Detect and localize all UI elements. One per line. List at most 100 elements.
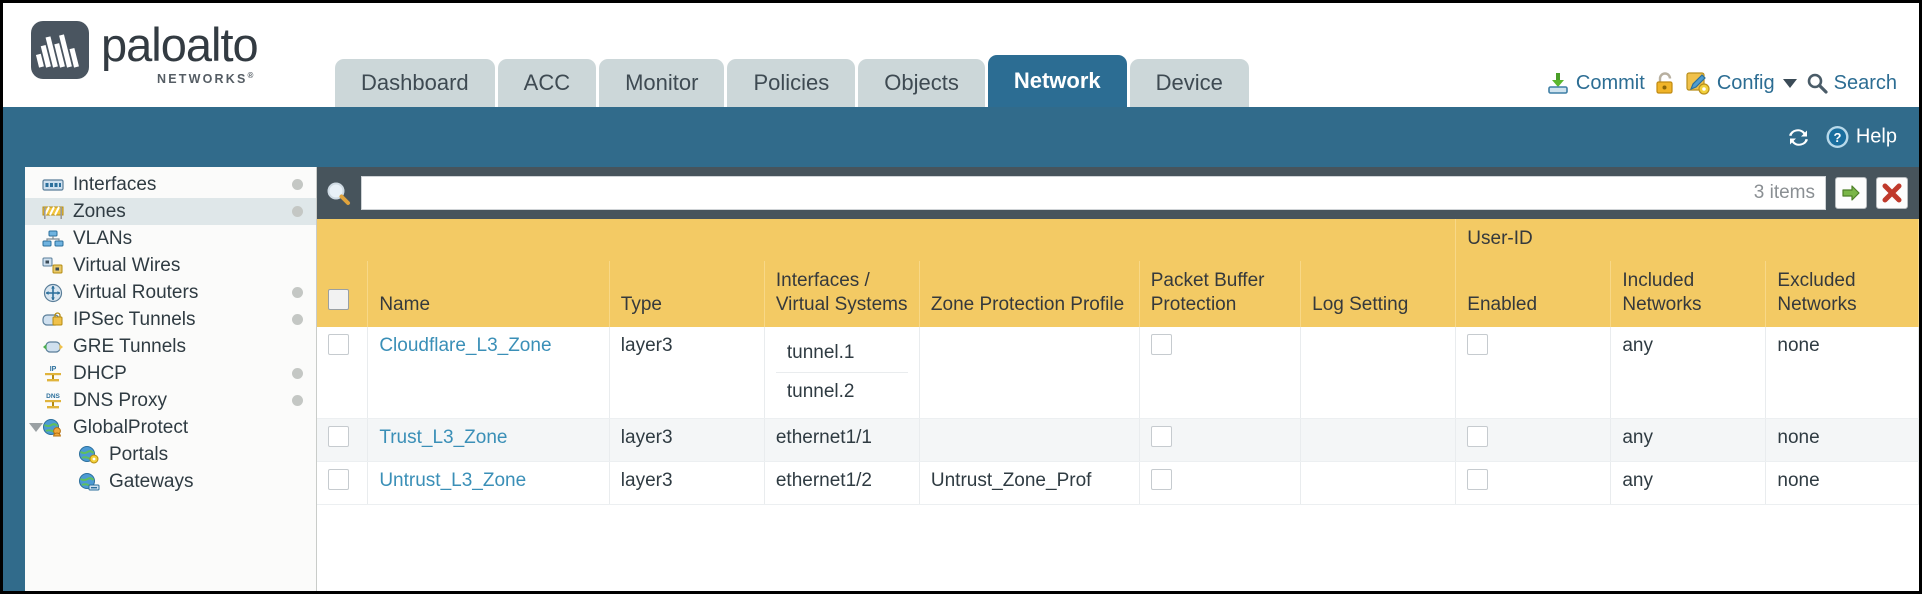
sidebar-item-gateways[interactable]: Gateways bbox=[25, 468, 316, 495]
column-header-interfaces[interactable]: Interfaces / Virtual Systems bbox=[764, 261, 920, 327]
sidebar-item-globalprotect[interactable]: GlobalProtect bbox=[25, 414, 316, 441]
column-header-excluded-networks[interactable]: Excluded Networks bbox=[1765, 261, 1919, 327]
cell-excluded-networks: none bbox=[1765, 418, 1919, 462]
config-label: Config bbox=[1716, 71, 1775, 94]
cell-included-networks: any bbox=[1610, 461, 1767, 505]
tab-acc[interactable]: ACC bbox=[497, 59, 597, 107]
packet-buffer-protection-checkbox[interactable] bbox=[1150, 334, 1172, 355]
left-rail bbox=[3, 167, 25, 591]
cell-name[interactable]: Trust_L3_Zone bbox=[367, 418, 610, 462]
group-header-userid: User-ID bbox=[1455, 219, 1919, 261]
sidebar-item-label: Virtual Wires bbox=[73, 254, 181, 276]
search-label: Search bbox=[1833, 71, 1897, 94]
column-header-included-networks[interactable]: Included Networks bbox=[1610, 261, 1767, 327]
search-magnifier-icon[interactable] bbox=[325, 180, 352, 207]
top-bar: paloalto NETWORKS® Dashboard ACC Monitor… bbox=[3, 3, 1919, 107]
tab-policies[interactable]: Policies bbox=[727, 59, 856, 107]
sidebar-item-virtual-routers[interactable]: Virtual Routers bbox=[25, 279, 316, 306]
filter-toolbar: 3 items bbox=[317, 167, 1919, 219]
cell-packet-buffer-protection[interactable] bbox=[1139, 461, 1302, 505]
tab-dashboard[interactable]: Dashboard bbox=[335, 59, 495, 107]
help-label: Help bbox=[1855, 125, 1897, 148]
cell-userid-enabled[interactable] bbox=[1455, 418, 1612, 462]
tab-network[interactable]: Network bbox=[987, 55, 1127, 107]
sidebar-item-portals[interactable]: Portals bbox=[25, 441, 316, 468]
sidebar-item-dhcp[interactable]: IP DHCP bbox=[25, 360, 316, 387]
column-header-type[interactable]: Type bbox=[609, 261, 765, 327]
cell-packet-buffer-protection[interactable] bbox=[1139, 418, 1302, 462]
sidebar-item-ipsec-tunnels[interactable]: IPSec Tunnels bbox=[25, 306, 316, 333]
chevron-down-icon bbox=[1782, 78, 1797, 88]
sidebar-item-interfaces[interactable]: Interfaces bbox=[25, 171, 316, 198]
refresh-icon[interactable] bbox=[1785, 125, 1812, 149]
interfaces-icon bbox=[41, 175, 65, 195]
zone-name-link[interactable]: Untrust_L3_Zone bbox=[379, 470, 527, 491]
row-checkbox[interactable] bbox=[328, 334, 349, 355]
sidebar-item-label: DNS Proxy bbox=[73, 389, 167, 411]
cell-type: layer3 bbox=[609, 461, 765, 505]
cell-packet-buffer-protection[interactable] bbox=[1139, 327, 1302, 419]
zone-name-link[interactable]: Cloudflare_L3_Zone bbox=[379, 335, 552, 356]
row-select-cell[interactable] bbox=[317, 327, 369, 419]
tab-device[interactable]: Device bbox=[1129, 59, 1249, 107]
commit-button[interactable]: Commit bbox=[1546, 71, 1645, 95]
column-header-name[interactable]: Name bbox=[367, 261, 610, 327]
network-sidebar: Interfaces Zones VLANs Vir bbox=[25, 167, 317, 591]
userid-enabled-checkbox[interactable] bbox=[1467, 469, 1489, 490]
search-button[interactable]: Search bbox=[1806, 72, 1897, 95]
row-checkbox[interactable] bbox=[328, 426, 349, 447]
search-input[interactable]: 3 items bbox=[361, 176, 1826, 210]
paloalto-logo-mark bbox=[31, 21, 89, 79]
cell-name[interactable]: Untrust_L3_Zone bbox=[367, 461, 610, 505]
table-row[interactable]: Untrust_L3_Zone layer3 ethernet1/2 Untru… bbox=[317, 461, 1919, 505]
sidebar-item-label: GlobalProtect bbox=[73, 416, 189, 438]
table-group-header-row: User-ID bbox=[317, 219, 1919, 261]
sidebar-item-label: VLANs bbox=[73, 227, 133, 249]
sidebar-item-virtual-wires[interactable]: Virtual Wires bbox=[25, 252, 316, 279]
cell-userid-enabled[interactable] bbox=[1455, 327, 1612, 419]
cell-log-setting bbox=[1300, 418, 1457, 462]
zones-table-body: Cloudflare_L3_Zone layer3 tunnel.1 tunne… bbox=[317, 327, 1919, 505]
chevron-down-icon[interactable] bbox=[29, 423, 43, 432]
row-select-cell[interactable] bbox=[317, 418, 369, 462]
column-header-enabled[interactable]: Enabled bbox=[1455, 261, 1612, 327]
globalprotect-icon bbox=[41, 418, 65, 438]
userid-enabled-checkbox[interactable] bbox=[1467, 426, 1489, 447]
row-select-cell[interactable] bbox=[317, 461, 369, 505]
row-checkbox[interactable] bbox=[328, 469, 349, 490]
sidebar-item-zones[interactable]: Zones bbox=[25, 198, 316, 225]
config-wrench-icon bbox=[1686, 72, 1710, 95]
cell-included-networks: any bbox=[1610, 327, 1767, 419]
tab-objects[interactable]: Objects bbox=[858, 59, 985, 107]
portals-icon bbox=[77, 445, 101, 465]
sidebar-item-label: GRE Tunnels bbox=[73, 335, 186, 357]
tab-monitor[interactable]: Monitor bbox=[599, 59, 725, 107]
packet-buffer-protection-checkbox[interactable] bbox=[1150, 426, 1172, 447]
cell-name[interactable]: Cloudflare_L3_Zone bbox=[367, 327, 610, 419]
column-header-zone-protection-profile[interactable]: Zone Protection Profile bbox=[919, 261, 1140, 327]
select-all-header[interactable] bbox=[317, 261, 369, 327]
red-x-clear-icon bbox=[1882, 183, 1902, 203]
sidebar-item-dns-proxy[interactable]: DNS DNS Proxy bbox=[25, 387, 316, 414]
table-row[interactable]: Trust_L3_Zone layer3 ethernet1/1 any bbox=[317, 418, 1919, 462]
column-header-log-setting[interactable]: Log Setting bbox=[1300, 261, 1457, 327]
packet-buffer-protection-checkbox[interactable] bbox=[1150, 469, 1172, 490]
userid-enabled-checkbox[interactable] bbox=[1467, 334, 1489, 355]
config-menu[interactable]: Config bbox=[1685, 71, 1797, 95]
zone-name-link[interactable]: Trust_L3_Zone bbox=[379, 427, 508, 448]
status-dot bbox=[292, 287, 303, 298]
sidebar-item-gre-tunnels[interactable]: GRE Tunnels bbox=[25, 333, 316, 360]
help-button[interactable]: ? Help bbox=[1825, 125, 1897, 150]
select-all-checkbox[interactable] bbox=[328, 289, 349, 310]
sidebar-item-label: Virtual Routers bbox=[73, 281, 199, 303]
apply-filter-button[interactable] bbox=[1835, 177, 1867, 209]
svg-text:IP: IP bbox=[50, 366, 57, 373]
clear-filter-button[interactable] bbox=[1876, 177, 1908, 209]
interface-entry: tunnel.2 bbox=[786, 381, 855, 402]
table-row[interactable]: Cloudflare_L3_Zone layer3 tunnel.1 tunne… bbox=[317, 327, 1919, 419]
sidebar-item-vlans[interactable]: VLANs bbox=[25, 225, 316, 252]
sub-header-band: ? Help bbox=[3, 107, 1919, 167]
column-header-packet-buffer-protection[interactable]: Packet Buffer Protection bbox=[1139, 261, 1302, 327]
padlock-icon[interactable] bbox=[1654, 71, 1676, 95]
cell-userid-enabled[interactable] bbox=[1455, 461, 1612, 505]
